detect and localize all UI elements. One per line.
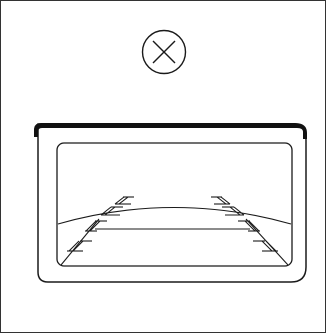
monitor — [34, 123, 307, 282]
cross-in-circle-icon — [143, 31, 186, 74]
monitor-screen — [57, 143, 292, 266]
